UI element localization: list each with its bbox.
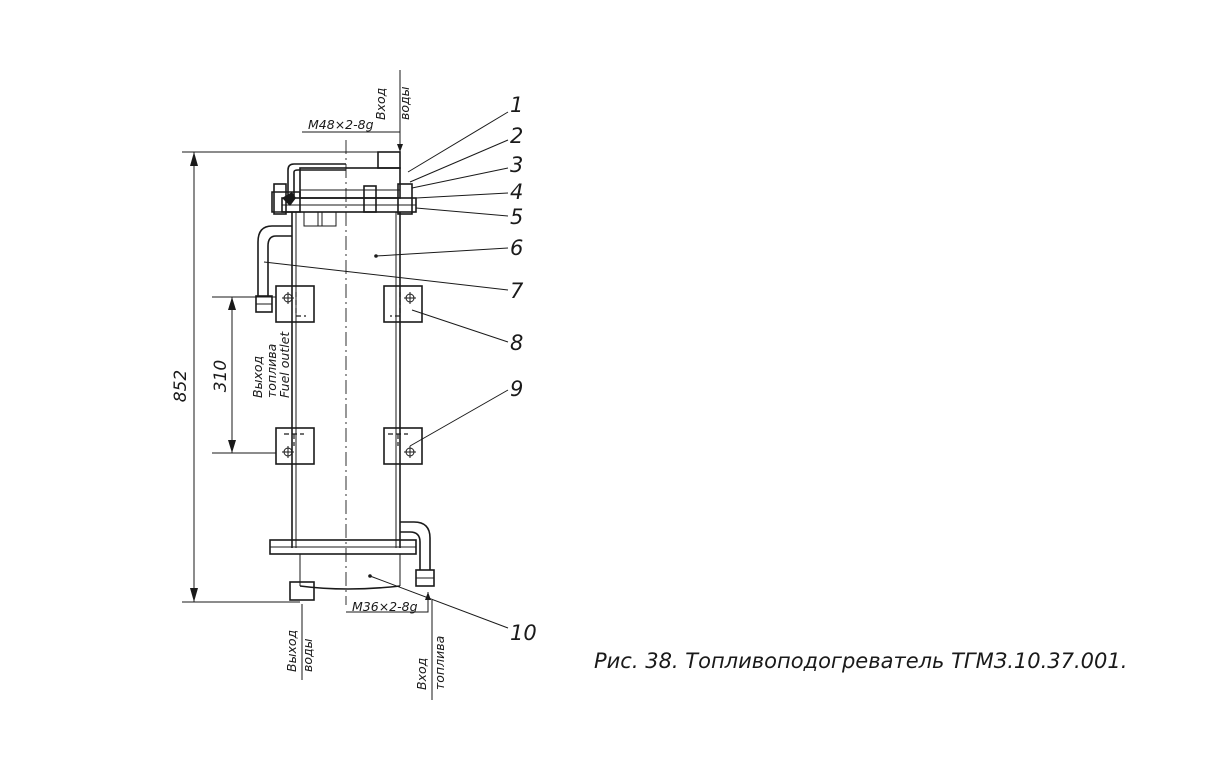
heater-body bbox=[291, 212, 401, 548]
svg-text:Вход: Вход bbox=[373, 88, 388, 120]
callout-10: 10 bbox=[510, 621, 537, 645]
svg-text:топлива: топлива bbox=[264, 344, 279, 398]
dimension-310 bbox=[212, 296, 276, 454]
bracket-upper-right bbox=[383, 285, 423, 323]
callout-3: 3 bbox=[510, 153, 523, 177]
svg-text:Fuel outlet: Fuel outlet bbox=[277, 331, 292, 398]
callout-6: 6 bbox=[510, 236, 523, 260]
fuel-outlet-pipe bbox=[255, 163, 346, 313]
svg-text:воды: воды bbox=[300, 638, 315, 672]
dimension-852-label: 852 bbox=[171, 370, 191, 402]
bracket-lower-right bbox=[383, 427, 423, 465]
water-inlet-label: Вход воды bbox=[373, 86, 412, 120]
figure-caption: Рис. 38. Топливоподогреватель ТГМЗ.10.37… bbox=[594, 649, 1127, 673]
top-thread-label: M48×2-8g bbox=[308, 117, 374, 132]
fuel-inlet-pipe bbox=[400, 521, 435, 587]
bottom-flange bbox=[269, 539, 417, 601]
callout-2: 2 bbox=[510, 124, 523, 148]
callout-9: 9 bbox=[510, 377, 523, 401]
svg-text:воды: воды bbox=[397, 86, 412, 120]
dimension-310-label: 310 bbox=[211, 360, 231, 392]
callout-leaders bbox=[263, 111, 509, 629]
water-outlet-label: Выход воды bbox=[284, 630, 315, 672]
callout-4: 4 bbox=[510, 180, 523, 204]
callout-5: 5 bbox=[510, 205, 523, 229]
bracket-upper-left bbox=[275, 285, 315, 323]
callout-7: 7 bbox=[510, 279, 524, 303]
callout-1: 1 bbox=[510, 93, 523, 117]
callout-8: 8 bbox=[510, 331, 523, 355]
svg-text:Вход: Вход bbox=[414, 658, 429, 690]
dimension-852 bbox=[182, 151, 400, 603]
svg-text:топлива: топлива bbox=[432, 636, 447, 690]
svg-text:Выход: Выход bbox=[284, 630, 299, 672]
svg-text:Выход: Выход bbox=[250, 356, 265, 398]
bracket-lower-left bbox=[275, 427, 315, 465]
fuel-outlet-label: Выход топлива Fuel outlet bbox=[250, 331, 292, 398]
fuel-inlet-label: Вход топлива bbox=[414, 636, 447, 690]
bottom-thread-label: M36×2-8g bbox=[352, 599, 418, 614]
